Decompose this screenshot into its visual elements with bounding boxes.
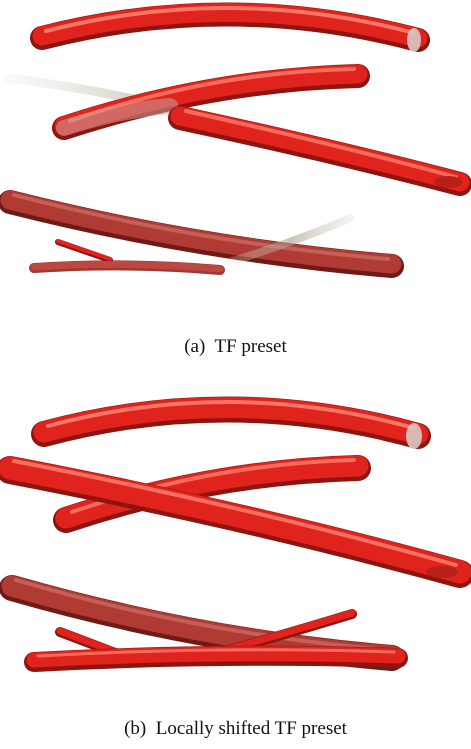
vessel-a3 bbox=[52, 64, 370, 140]
vessel-a4 bbox=[168, 106, 471, 196]
panel-b-svg bbox=[0, 396, 471, 672]
faded-vessel-a6 bbox=[226, 214, 354, 266]
vessel-a5 bbox=[0, 190, 404, 278]
vessel-b2 bbox=[0, 456, 471, 588]
caption-b: (b) Locally shifted TF preset bbox=[124, 718, 347, 739]
vessel-b7 bbox=[24, 645, 408, 672]
vessel-b1 bbox=[31, 396, 431, 449]
panel-b-render bbox=[0, 386, 471, 700]
caption-a: (a) TF preset bbox=[184, 336, 287, 357]
panel-a-svg bbox=[0, 2, 471, 278]
panel-a-render bbox=[0, 0, 471, 300]
vessel-a1 bbox=[30, 2, 430, 52]
vessel-a8 bbox=[29, 260, 225, 275]
vessel-a7 bbox=[55, 239, 113, 263]
